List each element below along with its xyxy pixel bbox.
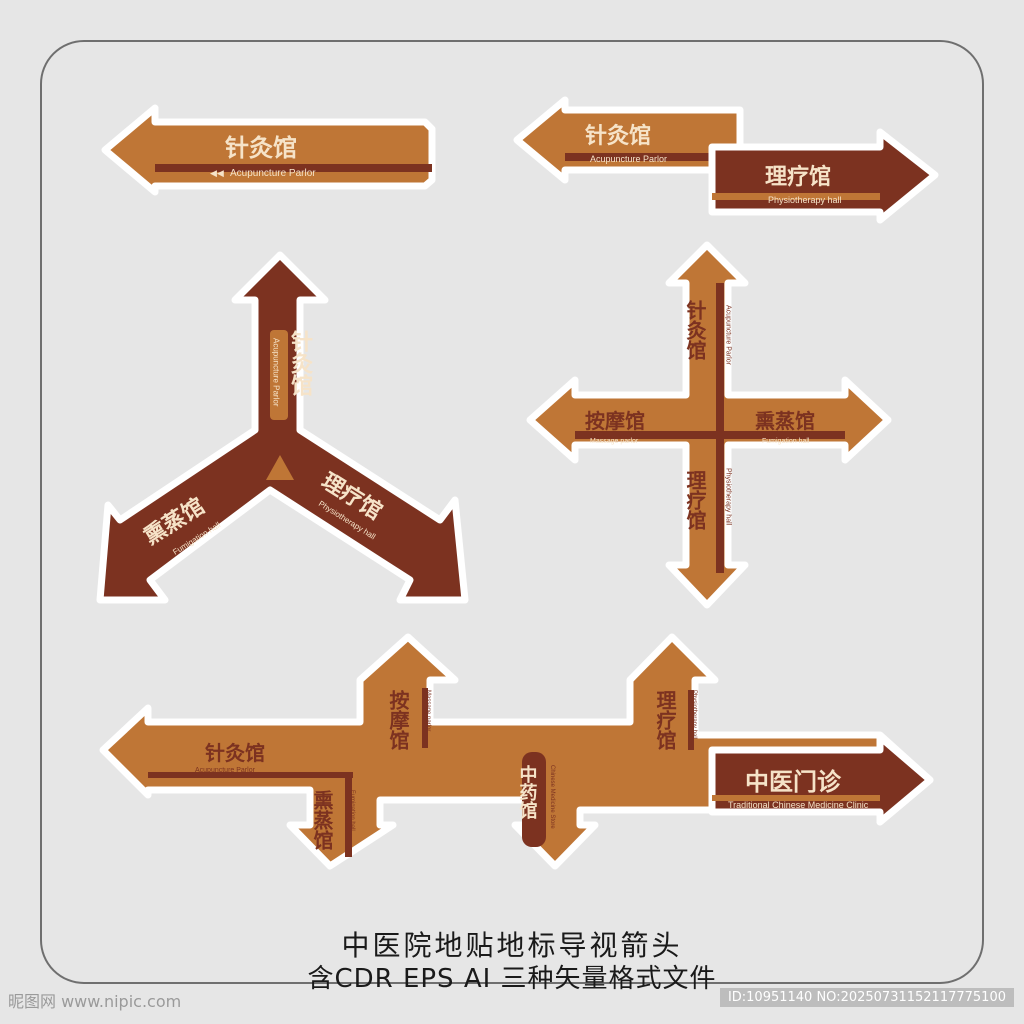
sign-multi-branch-arrow: 针灸馆 Acupuncture Parlor 熏蒸馆 Fumigation ha… [99, 633, 934, 870]
sign1-en-label: Acupuncture Parlor [230, 168, 316, 179]
sign2-en-acupuncture: Acupuncture Parlor [590, 154, 667, 164]
sign4-cn-physiotherapy: 理疗馆 [683, 470, 707, 531]
sign2-en-physiotherapy: Physiotherapy hall [768, 195, 842, 205]
sign2-cn-acupuncture: 针灸馆 [585, 123, 651, 149]
sign-acupuncture-physiotherapy-arrows: 针灸馆 Acupuncture Parlor 理疗馆 Physiotherapy… [513, 96, 939, 224]
sign3-cn-acupuncture: 针灸馆 [287, 329, 313, 397]
sign5-cn-fumigation: 熏蒸馆 [310, 789, 334, 851]
sign5-en-medicine-store: Chinese Medicine Store [549, 765, 555, 829]
sign3-en-acupuncture: Acupuncture Parlor [272, 338, 281, 407]
watermark-id: ID:10951140 NO:20250731152117775100 [719, 988, 1014, 1007]
sign4-cn-acupuncture: 针灸馆 [683, 299, 707, 361]
double-chevron-left-icon: ◀◀ [210, 169, 224, 179]
sign5-en-massage: Massage parlor [425, 690, 431, 731]
sign-four-way-arrow: 针灸馆 Acupuncture Parlor 理疗馆 Physiotherapy… [526, 241, 892, 609]
sign-acupuncture-left-arrow: 针灸馆 Acupuncture Parlor ◀◀ [101, 104, 436, 196]
watermark-site: 昵图网 www.nipic.com [8, 992, 182, 1011]
sign5-en-acupuncture: Acupuncture Parlor [195, 767, 256, 774]
sign4-en-physiotherapy: Physiotherapy hall [725, 468, 732, 526]
sign5-cn-medicine-store: 中药馆 [517, 764, 538, 820]
sign5-cn-massage: 按摩馆 [386, 689, 410, 751]
sign4-cn-fumigation: 熏蒸馆 [755, 409, 815, 433]
sign5-cn-physiotherapy: 理疗馆 [653, 690, 677, 751]
sign4-en-fumigation: Fumigation hall [762, 438, 810, 445]
frame-panel [40, 40, 984, 984]
sign5-en-physiotherapy: Physiotherapy hall [691, 690, 697, 739]
caption-title: 中医院地贴地标导视箭头 [341, 929, 683, 962]
sign5-cn-clinic: 中医门诊 [745, 767, 842, 796]
sign4-en-acupuncture: Acupuncture Parlor [725, 305, 732, 366]
sign4-cn-massage: 按摩馆 [585, 409, 645, 433]
sign-three-way-arrow: 针灸馆 Acupuncture Parlor 理疗馆 Physiotherapy… [96, 251, 469, 604]
sign5-en-clinic: Traditional Chinese Medicine Clinic [728, 800, 869, 810]
caption-subtitle: 含CDR EPS AI 三种矢量格式文件 [307, 964, 717, 994]
sign4-en-massage: Massage parlor [590, 438, 639, 445]
sign5-en-fumigation: Fumigation hall [349, 790, 355, 831]
sign5-cn-acupuncture: 针灸馆 [205, 741, 265, 765]
sign2-cn-physiotherapy: 理疗馆 [765, 164, 831, 190]
sign1-cn-label: 针灸馆 [225, 133, 297, 162]
